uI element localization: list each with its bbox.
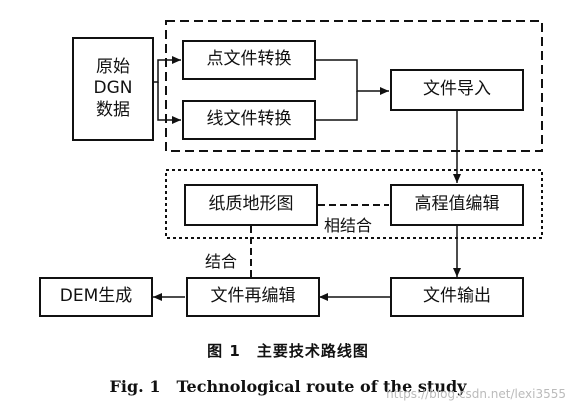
label-combine: 结合 xyxy=(203,248,240,272)
editing-group-frame xyxy=(165,169,543,239)
label-combine-with: 相结合 xyxy=(322,212,375,236)
edge-line-to-import xyxy=(316,91,358,121)
conversion-group-frame xyxy=(165,20,543,152)
node-line-file-convert: 线文件转换 xyxy=(182,100,316,140)
node-height-value-edit: 高程值编辑 xyxy=(390,184,524,226)
node-raw-dgn-line3: 数据 xyxy=(96,99,130,120)
watermark-url: https://blog.csdn.net/lexi3555 xyxy=(386,387,566,401)
edge-point-to-import xyxy=(316,59,389,95)
node-file-import: 文件导入 xyxy=(390,69,524,111)
edge-raw-to-point xyxy=(152,56,181,83)
figure-caption-chinese: 图 1 主要技术路线图 xyxy=(207,342,369,360)
node-raw-dgn-line2: DGN xyxy=(93,78,133,99)
node-paper-topographic-map: 纸质地形图 xyxy=(184,184,318,226)
node-file-reedit: 文件再编辑 xyxy=(186,277,320,317)
node-point-file-convert: 点文件转换 xyxy=(182,40,316,80)
edge-raw-to-line xyxy=(157,82,181,124)
node-dem-generation: DEM生成 xyxy=(39,277,153,317)
node-raw-dgn-line1: 原始 xyxy=(96,57,130,78)
node-raw-dgn-data: 原始 DGN 数据 xyxy=(72,37,154,141)
figure-caption-english: Fig. 1 Technological route of the study xyxy=(109,377,467,396)
node-file-output: 文件输出 xyxy=(390,277,524,317)
